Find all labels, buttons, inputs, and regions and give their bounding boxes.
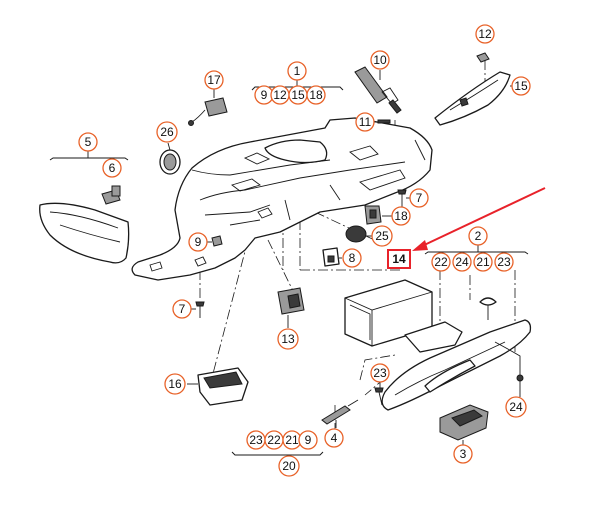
callout-16: 16 <box>164 373 186 395</box>
svg-text:18: 18 <box>309 88 323 102</box>
callout-26: 26 <box>156 121 178 143</box>
callout-4: 4 <box>324 428 344 448</box>
svg-text:8: 8 <box>349 251 356 265</box>
svg-text:11: 11 <box>359 115 372 129</box>
svg-text:23: 23 <box>373 366 387 380</box>
callout-2: 2 <box>468 226 488 246</box>
svg-text:6: 6 <box>109 161 116 175</box>
callout-12b: 12 <box>475 24 495 44</box>
callout-21a: 21 <box>473 252 493 272</box>
svg-text:21: 21 <box>476 255 490 269</box>
part-tray-16 <box>187 367 249 406</box>
part-round-vent <box>159 142 181 175</box>
svg-text:22: 22 <box>267 433 281 447</box>
callout-18b: 18 <box>391 206 411 226</box>
callout-14-highlighted: 14 <box>387 249 411 269</box>
svg-text:5: 5 <box>85 135 92 149</box>
callout-25: 25 <box>371 225 393 247</box>
callout-15b: 15 <box>511 76 531 96</box>
callout-11: 11 <box>355 112 375 132</box>
svg-text:23: 23 <box>497 255 511 269</box>
part-side-trim-left <box>39 185 130 264</box>
svg-text:15: 15 <box>291 88 305 102</box>
svg-text:12: 12 <box>273 88 287 102</box>
callout-23b: 23 <box>370 363 390 383</box>
svg-text:20: 20 <box>282 459 296 473</box>
callout-10: 10 <box>370 50 390 70</box>
callout-9a: 9 <box>254 85 274 105</box>
callout-12a: 12 <box>270 85 290 105</box>
svg-text:1: 1 <box>294 64 301 78</box>
part-latch-3 <box>439 404 489 445</box>
bracket-group-20 <box>231 451 324 456</box>
part-screw-23 <box>374 382 384 406</box>
callout-5: 5 <box>78 132 98 152</box>
callout-6: 6 <box>102 158 122 178</box>
part-screw-7b <box>189 301 205 318</box>
callout-7a: 7 <box>409 188 429 208</box>
part-switch-13 <box>277 287 305 328</box>
callout-21b: 21 <box>282 430 302 450</box>
callout-17: 17 <box>204 70 224 90</box>
part-cap-25 <box>345 225 372 243</box>
callout-18a: 18 <box>306 85 326 105</box>
part-glove-box-lid <box>381 297 532 411</box>
part-side-trim-right <box>434 52 513 126</box>
svg-text:17: 17 <box>207 73 221 87</box>
callout-22b: 22 <box>264 430 284 450</box>
svg-text:24: 24 <box>509 400 523 414</box>
callout-20: 20 <box>278 455 300 477</box>
callout-13: 13 <box>277 328 299 350</box>
bracket-group-5 <box>49 157 129 161</box>
callout-3: 3 <box>453 444 473 464</box>
svg-text:24: 24 <box>455 255 469 269</box>
svg-text:23: 23 <box>249 433 263 447</box>
part-clip-18 <box>364 205 392 225</box>
svg-text:7: 7 <box>179 302 186 316</box>
svg-text:25: 25 <box>375 229 389 243</box>
svg-text:16: 16 <box>168 377 182 391</box>
svg-text:15: 15 <box>514 79 528 93</box>
callout-23c: 23 <box>246 430 266 450</box>
svg-text:26: 26 <box>160 125 174 139</box>
svg-text:14: 14 <box>392 252 406 266</box>
svg-text:4: 4 <box>331 431 338 445</box>
svg-text:10: 10 <box>373 53 387 67</box>
callout-23a: 23 <box>494 252 514 272</box>
part-clip-8 <box>322 247 342 267</box>
part-sensor <box>188 89 228 126</box>
callout-22a: 22 <box>431 252 451 272</box>
svg-text:18: 18 <box>394 209 408 223</box>
svg-text:22: 22 <box>434 255 448 269</box>
callout-24b: 24 <box>505 396 527 418</box>
callout-7b: 7 <box>172 299 192 319</box>
callout-15a: 15 <box>288 85 308 105</box>
callout-24a: 24 <box>452 252 472 272</box>
svg-text:9: 9 <box>195 235 202 249</box>
part-connector <box>354 66 402 114</box>
svg-text:7: 7 <box>416 191 423 205</box>
highlight-arrow <box>412 187 546 251</box>
callout-1: 1 <box>287 61 307 81</box>
part-hinge-pin-4 <box>321 399 359 428</box>
bracket-group-2 <box>424 251 529 255</box>
svg-text:2: 2 <box>475 229 482 243</box>
svg-text:12: 12 <box>478 27 492 41</box>
svg-text:13: 13 <box>281 332 295 346</box>
callout-8: 8 <box>342 248 362 268</box>
part-screw-11 <box>373 119 391 124</box>
callout-9c: 9 <box>298 430 318 450</box>
svg-text:21: 21 <box>285 433 299 447</box>
part-screw-7a <box>397 189 410 210</box>
svg-text:9: 9 <box>305 433 312 447</box>
callout-9b: 9 <box>188 232 208 252</box>
svg-text:3: 3 <box>460 447 467 461</box>
svg-text:9: 9 <box>261 88 268 102</box>
